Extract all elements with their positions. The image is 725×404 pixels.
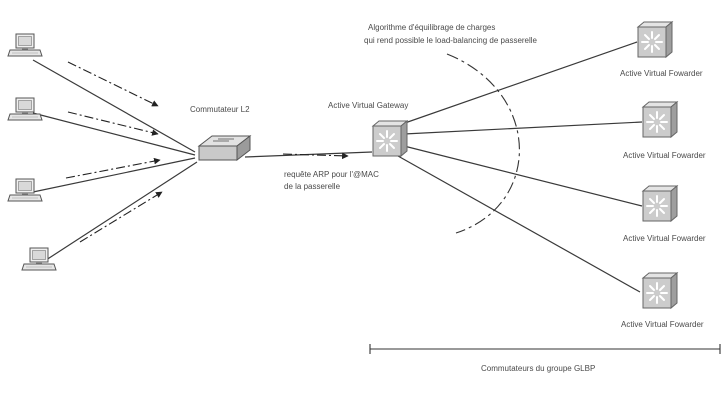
- glbp-group-label: Commutateurs du groupe GLBP: [481, 364, 595, 373]
- link-pc4-l2: [42, 161, 198, 263]
- group-bracket: [369, 344, 721, 354]
- multilayer-switch-icon: [642, 185, 678, 222]
- link-avg-avf1: [401, 41, 638, 125]
- multilayer-switch-icon: [642, 101, 678, 138]
- link-pc3-l2: [32, 157, 196, 193]
- traffic-arrow-pc1: [67, 61, 159, 107]
- algorithm-label-2: qui rend possible le load-balancing de p…: [364, 36, 538, 45]
- link-avg-avf4: [397, 155, 641, 293]
- multilayer-switch-icon: [372, 120, 408, 157]
- avf-label: Active Virtual Fowarder: [621, 320, 704, 329]
- desktop-computer-icon: [7, 97, 43, 121]
- arp-request-label-2: de la passerelle: [284, 182, 341, 191]
- link-avg-avf2: [403, 121, 643, 135]
- multilayer-switch-icon: [642, 272, 678, 309]
- traffic-arrow-pc4: [79, 191, 163, 243]
- traffic-arrow-pc3: [65, 157, 161, 179]
- algorithm-label: Algorithme d'équilibrage de charges: [368, 23, 495, 32]
- link-avg-avf3: [403, 145, 643, 207]
- avf-label: Active Virtual Fowarder: [623, 151, 706, 160]
- link-pc1-l2: [32, 59, 196, 153]
- desktop-computer-icon: [7, 33, 43, 57]
- multilayer-switch-icon: [637, 21, 673, 58]
- avf-label: Active Virtual Fowarder: [620, 69, 703, 78]
- traffic-arrow-pc2: [67, 111, 159, 136]
- l2-switch-icon: [197, 134, 252, 162]
- desktop-computer-icon: [21, 247, 57, 271]
- avg-label: Active Virtual Gateway: [328, 101, 408, 110]
- link-pc2-l2: [32, 112, 196, 156]
- desktop-computer-icon: [7, 178, 43, 202]
- arp-request-arrow: [282, 152, 349, 160]
- arp-request-label: requête ARP pour l'@MAC: [284, 170, 379, 179]
- l2-switch-label: Commutateur L2: [190, 105, 250, 114]
- load-balancing-arc: [446, 53, 520, 234]
- avf-label: Active Virtual Fowarder: [623, 234, 706, 243]
